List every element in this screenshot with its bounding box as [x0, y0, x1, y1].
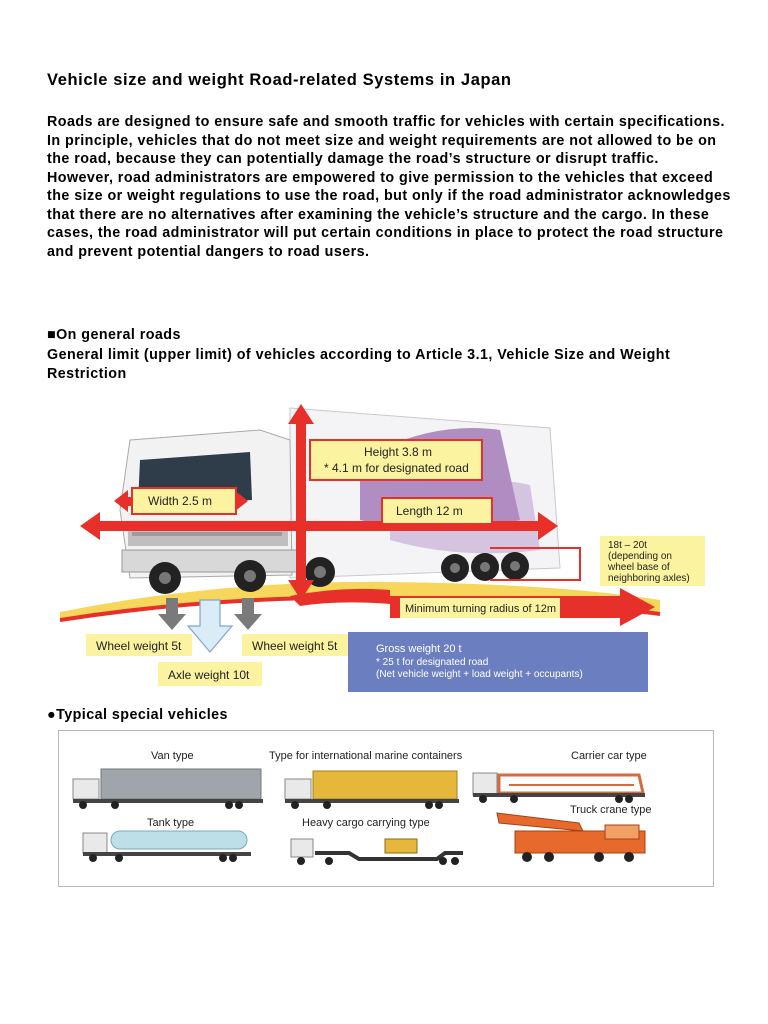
svg-text:Height 3.8 m: Height 3.8 m: [364, 445, 432, 459]
width-label: Width 2.5 m: [131, 487, 237, 515]
axle-weight-arrow: [186, 599, 234, 653]
page-title: Vehicle size and weight Road-related Sys…: [47, 71, 512, 89]
general-limit-subheading: General limit (upper limit) of vehicles …: [47, 347, 671, 382]
axle-bracket: [490, 547, 581, 581]
intro-paragraph-2: However, road administrators are empower…: [47, 169, 731, 260]
intro-text: Roads are designed to ensure safe and sm…: [47, 113, 737, 261]
svg-text:Width 2.5 m: Width 2.5 m: [148, 494, 212, 508]
svg-text:Axle weight 10t: Axle weight 10t: [168, 668, 250, 682]
vehicle-limits-diagram: Height 3.8 m * 4.1 m for designated road…: [60, 404, 705, 692]
intro-paragraph-1: Roads are designed to ensure safe and sm…: [47, 114, 725, 167]
caption-container: Type for international marine containers: [269, 750, 463, 762]
svg-text:18t – 20t: 18t – 20t: [608, 540, 647, 551]
carrier-truck-image: [472, 772, 645, 803]
svg-text:* 25 t for designated road: * 25 t for designated road: [376, 657, 488, 668]
caption-crane: Truck crane type: [570, 804, 652, 816]
svg-text:Wheel weight 5t: Wheel weight 5t: [252, 639, 338, 653]
svg-text:Gross weight 20 t: Gross weight 20 t: [376, 643, 462, 655]
wheels: [149, 552, 529, 594]
tank-truck-image: [82, 830, 251, 862]
caption-carrier: Carrier car type: [571, 750, 647, 762]
truck-crane-image: [496, 812, 646, 862]
svg-text:* 4.1 m for designated road: * 4.1 m for designated road: [324, 461, 469, 475]
ground-sweep: [60, 581, 660, 622]
special-vehicles-illustrations: Van type Type for international marine c…: [72, 750, 652, 865]
svg-text:wheel base of: wheel base of: [607, 562, 670, 573]
wheel-weight-arrow-left: [158, 598, 186, 630]
svg-text:(depending on: (depending on: [608, 551, 672, 562]
wheel-weight-arrow-right: [234, 598, 262, 630]
length-label: Length 12 m: [381, 497, 493, 525]
special-vehicles-panel: Van type Type for international marine c…: [58, 730, 714, 887]
svg-text:(Net vehicle weight + load wei: (Net vehicle weight + load weight + occu…: [376, 669, 583, 680]
height-label: Height 3.8 m * 4.1 m for designated road: [309, 439, 483, 481]
svg-text:Wheel weight 5t: Wheel weight 5t: [96, 639, 182, 653]
wheel-weight-left-label: Wheel weight 5t: [86, 634, 192, 656]
height-arrow: [288, 404, 314, 600]
axle-range-label: 18t – 20t (depending on wheel base of ne…: [600, 536, 705, 586]
caption-van: Van type: [151, 750, 194, 762]
van-truck-image: [72, 768, 263, 809]
svg-text:Length 12 m: Length 12 m: [396, 504, 463, 518]
turning-radius-label: Minimum turning radius of 12m: [400, 598, 560, 618]
axle-weight-label: Axle weight 10t: [158, 662, 262, 686]
caption-tank: Tank type: [147, 817, 194, 829]
caption-heavy: Heavy cargo carrying type: [302, 817, 430, 829]
svg-text:Minimum turning radius of 12m: Minimum turning radius of 12m: [405, 603, 556, 615]
wheel-weight-right-label: Wheel weight 5t: [242, 634, 348, 656]
general-roads-heading: ■On general roads: [47, 327, 181, 343]
heavy-cargo-truck-image: [290, 838, 463, 865]
length-arrow: [80, 512, 558, 540]
special-vehicles-heading: ●Typical special vehicles: [47, 707, 228, 723]
gross-weight-box: Gross weight 20 t * 25 t for designated …: [348, 632, 648, 692]
svg-text:neighboring axles): neighboring axles): [608, 573, 690, 584]
container-truck-image: [284, 770, 459, 809]
